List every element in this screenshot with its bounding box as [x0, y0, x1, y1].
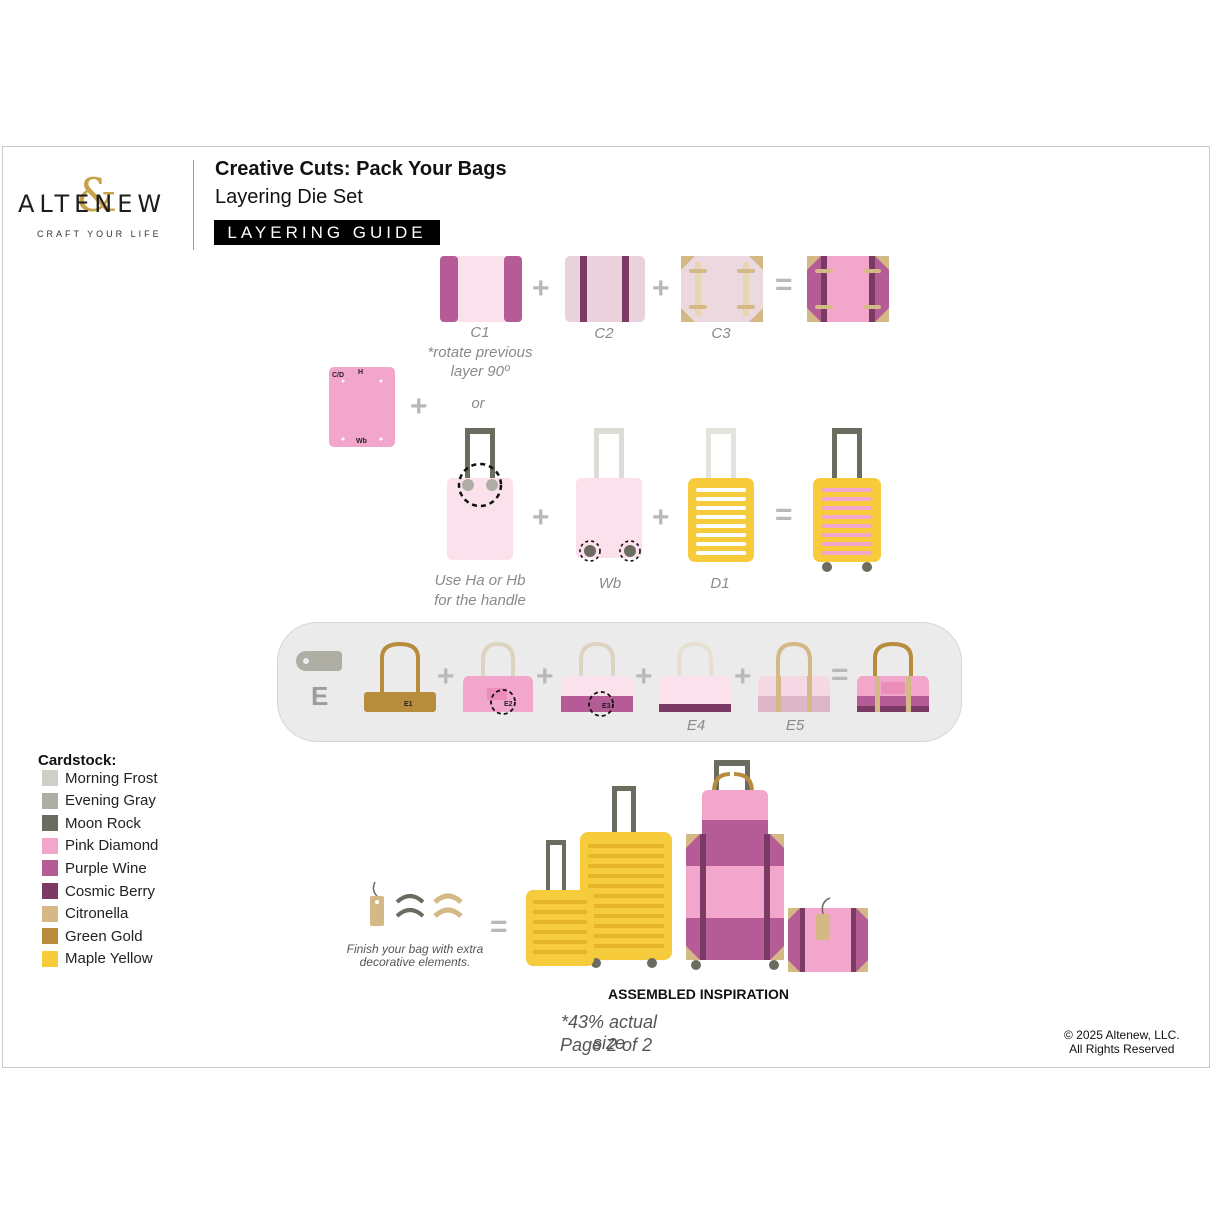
base-die-label-h: H — [358, 369, 363, 376]
color-swatch — [42, 815, 58, 832]
legend-item-label: Morning Frost — [65, 769, 158, 787]
label-wb: Wb — [598, 575, 622, 592]
assembled-suitcase-icon — [813, 428, 881, 572]
legend-item: Purple Wine — [42, 859, 147, 877]
color-swatch — [42, 792, 58, 809]
suitcase-front-d1-icon — [688, 428, 754, 562]
base-die-label-wb: Wb — [356, 438, 367, 445]
extras-decorations-icon — [370, 881, 463, 926]
handbag-e5-icon — [758, 641, 830, 712]
plus-operator: + — [652, 501, 670, 534]
die-c2-icon — [565, 256, 645, 322]
panel-letter-e: E — [311, 681, 329, 711]
color-swatch — [42, 883, 58, 899]
extras-note-line1: Finish your bag with extra — [346, 942, 484, 956]
label-c2: C2 — [594, 325, 614, 342]
handle-note-line2: for the handle — [434, 592, 526, 609]
equals-operator: = — [490, 910, 508, 943]
equals-operator: = — [831, 658, 849, 691]
extras-note-line2: decorative elements. — [359, 955, 471, 969]
handbag-e2-icon: E2 — [463, 641, 533, 715]
legend-item: Cosmic Berry — [42, 882, 156, 900]
brand-tagline: CRAFT YOUR LIFE — [37, 229, 162, 239]
legend-item-label: Citronella — [65, 905, 129, 923]
plus-operator: + — [532, 272, 550, 305]
plus-operator: + — [536, 660, 554, 693]
label-e4: E4 — [686, 717, 706, 734]
equals-operator: = — [775, 498, 793, 531]
legend-item-label: Purple Wine — [65, 859, 147, 877]
page-subtitle: Layering Die Set — [215, 186, 363, 208]
legend-item: Maple Yellow — [42, 950, 153, 968]
color-swatch — [42, 860, 58, 877]
equals-operator: = — [775, 268, 793, 301]
label-e5: E5 — [785, 717, 805, 734]
legend-item-label: Maple Yellow — [65, 950, 153, 968]
extras-note: Finish your bag with extra decorative el… — [340, 943, 490, 969]
header-divider — [193, 160, 194, 250]
handle-note-line1: Use Ha or Hb — [434, 572, 526, 589]
plus-operator: + — [652, 272, 670, 305]
assembled-trunk-icon — [807, 256, 889, 322]
plus-operator: + — [437, 660, 455, 693]
label-c1: C1 — [470, 324, 490, 341]
plus-operator: + — [532, 501, 550, 534]
color-swatch — [42, 905, 58, 922]
legend-item-label: Green Gold — [65, 927, 143, 945]
copyright-line2: All Rights Reserved — [1069, 1042, 1175, 1056]
color-swatch — [42, 950, 58, 967]
assembled-inspiration-label: ASSEMBLED INSPIRATION — [608, 986, 789, 1002]
layering-guide-badge: LAYERING GUIDE — [214, 220, 440, 245]
legend-item: Pink Diamond — [42, 837, 159, 855]
color-swatch — [42, 770, 58, 786]
legend-item-label: Pink Diamond — [65, 837, 159, 855]
color-swatch — [42, 928, 58, 945]
plus-operator: + — [635, 660, 653, 693]
label-e3: E3 — [602, 703, 611, 710]
copyright: © 2025 Altenew, LLC. All Rights Reserved — [1064, 1028, 1180, 1056]
label-d1: D1 — [710, 575, 730, 592]
die-c1-icon — [440, 256, 522, 322]
key-tag-icon — [296, 651, 342, 671]
legend-item: Evening Gray — [42, 792, 156, 810]
brand-ampersand-logo: & — [76, 168, 117, 222]
or-label: or — [471, 395, 485, 412]
base-die-label-cd: C/D — [332, 372, 344, 379]
legend-item: Morning Frost — [42, 769, 158, 787]
label-c3: C3 — [711, 325, 731, 342]
legend-item-label: Moon Rock — [65, 814, 141, 832]
suitcase-base-with-handle-icon — [447, 428, 513, 560]
plus-operator: + — [734, 660, 752, 693]
page-title: Creative Cuts: Pack Your Bags — [215, 158, 507, 180]
brand-name: ALTENEW — [18, 190, 167, 218]
assembled-handbag-icon — [857, 641, 929, 712]
handbag-e3-icon: E3 — [561, 641, 633, 717]
legend-item: Citronella — [42, 905, 129, 923]
page-number: Page 2 of 2 — [560, 1035, 653, 1055]
rotate-note-line2: layer 90º — [450, 363, 510, 380]
assembled-inspiration-illustration — [526, 760, 868, 972]
legend-title: Cardstock: — [38, 752, 117, 769]
legend-item: Green Gold — [42, 927, 143, 945]
scale-note: *43% actual size — [560, 1012, 658, 1053]
label-e1: E1 — [404, 701, 413, 708]
base-die-icon: C/D H Wb — [329, 367, 395, 447]
rotate-note-line1: *rotate previous — [427, 344, 533, 361]
handbag-e4-icon — [659, 641, 731, 712]
color-swatch — [42, 837, 58, 854]
suitcase-wheels-wb-icon — [576, 428, 642, 562]
copyright-line1: © 2025 Altenew, LLC. — [1064, 1028, 1180, 1042]
legend-item-label: Cosmic Berry — [65, 882, 156, 900]
legend-item: Moon Rock — [42, 814, 141, 832]
handbag-e1-icon: E1 — [364, 641, 436, 712]
plus-operator: + — [410, 390, 428, 423]
legend-item-label: Evening Gray — [65, 792, 156, 810]
die-c3-icon — [681, 256, 763, 322]
label-e2: E2 — [504, 701, 513, 708]
